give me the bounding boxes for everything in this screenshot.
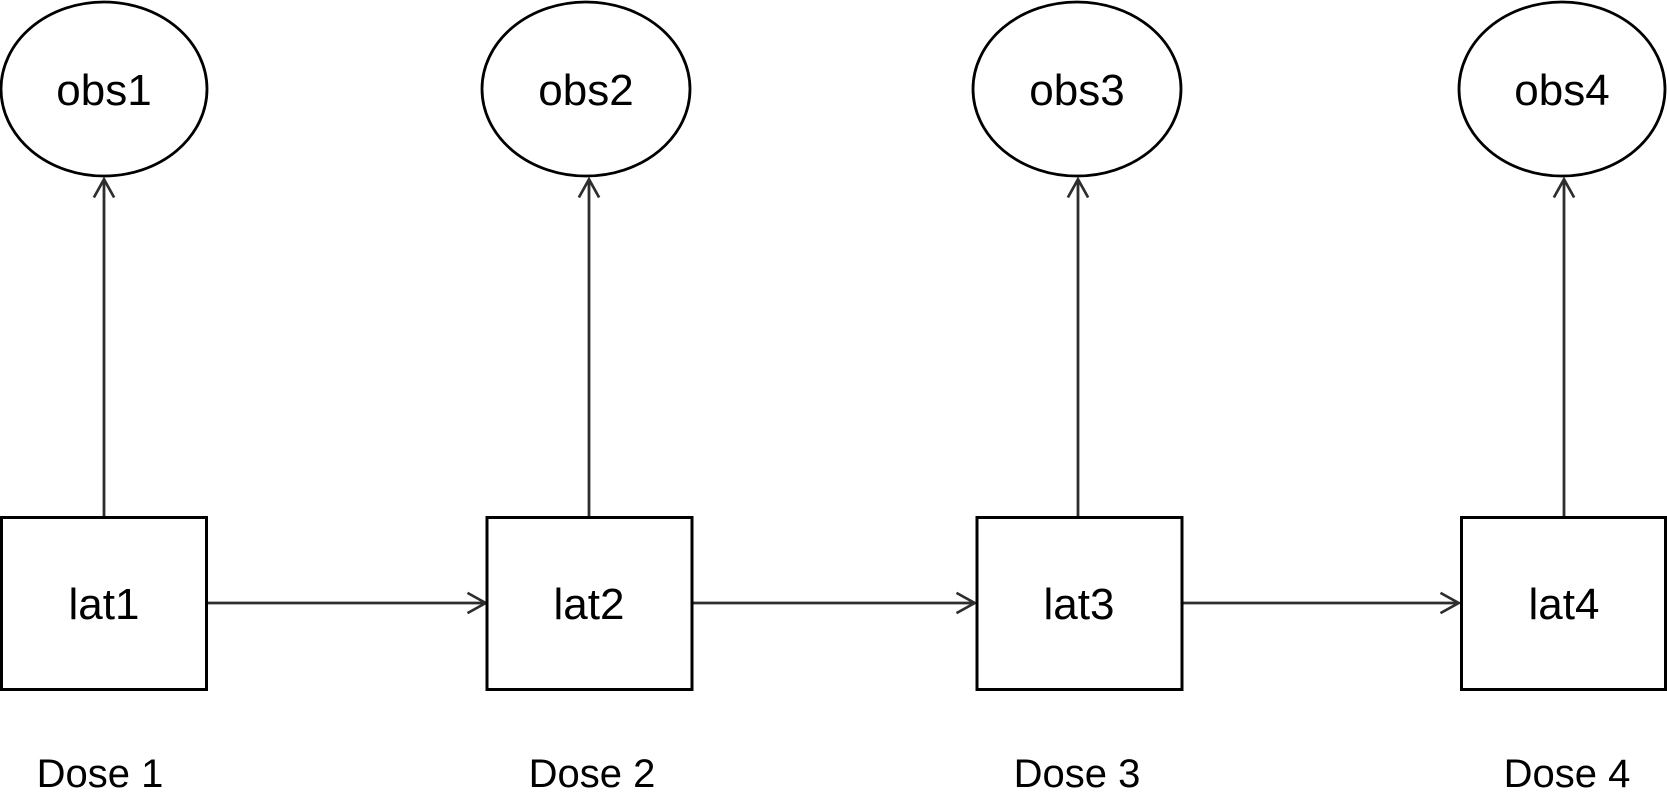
- lat3-node: [975, 516, 1184, 691]
- lat1-node: [0, 516, 208, 691]
- obs1-label: obs1: [56, 66, 151, 115]
- obs4-node: [1457, 0, 1667, 178]
- dose-label-1: Dose 1: [37, 752, 164, 796]
- lat3-label: lat3: [1044, 580, 1115, 629]
- dose-label-4: Dose 4: [1504, 752, 1631, 796]
- dose-label-2: Dose 2: [529, 752, 656, 796]
- obs4-label: obs4: [1514, 66, 1609, 115]
- obs2-node: [480, 0, 692, 178]
- lat2-node: [485, 516, 694, 691]
- obs3-label: obs3: [1029, 66, 1124, 115]
- obs1-node: [0, 0, 209, 178]
- obs2-label: obs2: [538, 66, 633, 115]
- lat1-label: lat1: [69, 580, 140, 629]
- lat2-label: lat2: [554, 580, 625, 629]
- dose-label-3: Dose 3: [1014, 752, 1141, 796]
- lat4-node: [1460, 516, 1667, 691]
- obs3-node: [971, 0, 1183, 178]
- lat4-label: lat4: [1529, 580, 1600, 629]
